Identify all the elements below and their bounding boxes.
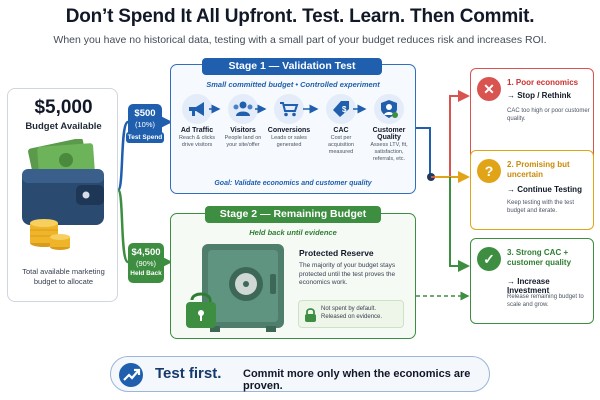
page-subtitle: When you have no historical data, testin… [53,34,547,46]
budget-description: Total available marketing budget to allo… [22,267,105,286]
outcome-action: → Stop / Rethink [507,91,571,100]
price-tag-icon: $ [326,94,356,124]
step-name: Customer Quality [372,127,406,141]
shield-star-icon [374,94,404,124]
held-back-amount: $4,500 [131,247,161,258]
held-back-percent: (90%) [135,259,156,268]
step-conversions: Conversions Leads or sales generated [266,94,312,149]
connector-to-poor [431,90,470,178]
connector-to-test [116,120,130,192]
step-ad-traffic: Ad Traffic Reach & clicks drive visitors [174,94,220,149]
outcome-description: Release remaining budget to scale and gr… [507,294,584,308]
step-desc: Leads or sales generated [271,135,307,148]
stage2-subtitle: Held back until evidence [249,228,337,237]
stage1-subtitle: Small committed budget • Controlled expe… [206,80,380,89]
outcome-action: → Increase Investment [507,277,550,295]
wallet-money-icon [22,139,104,250]
footer-strong-text: Test first. [155,365,222,382]
step-name: Visitors [230,127,256,134]
step-customer-quality: Customer Quality Assess LTV, fit, satisf… [366,94,412,163]
stage1-panel [170,64,416,194]
reserve-note: Not spent by default. Released on eviden… [298,300,404,328]
question-icon: ? [477,159,501,183]
check-icon: ✓ [477,247,501,271]
step-cac: $ CAC Cost per acquisition measured [318,94,364,156]
outcome-description: CAC too high or poor customer quality. [507,108,590,122]
budget-card: $5,000 Budget Available Total available … [7,88,118,302]
outcome-action: → Continue Testing [507,185,582,194]
outcome-poor-economics: ✕ 1. Poor economics → Stop / Rethink CAC… [470,68,594,160]
megaphone-icon [182,94,212,124]
reserve-description: The majority of your budget stays protec… [299,262,396,286]
stage2-title: Stage 2 — Remaining Budget [205,206,381,223]
stage1-goal: Goal: Validate economics and customer qu… [214,180,372,187]
stage1-title: Stage 1 — Validation Test [202,58,382,75]
budget-label: Budget Available [25,121,102,132]
connector-to-held [116,188,130,264]
step-desc: Cost per acquisition measured [328,135,354,155]
x-icon: ✕ [477,77,501,101]
step-name: Conversions [267,127,311,134]
outcome-title: 2. Promising but uncertain [507,160,570,179]
trend-up-icon [119,363,143,387]
cart-icon [274,94,304,124]
step-visitors: Visitors People land on your site/offer [220,94,266,149]
people-icon [228,94,258,124]
test-spend-caption: Test Spend [126,132,164,143]
outcome-title: 3. Strong CAC + customer quality [507,248,572,267]
step-name: Ad Traffic [180,127,214,134]
step-desc: Reach & clicks drive visitors [178,135,216,148]
budget-amount: $5,000 [34,97,93,118]
test-spend-amount: $500 [134,108,156,119]
step-desc: Assess LTV, fit, satisfaction, referrals… [370,142,408,162]
connector-to-strong [449,177,470,272]
outcome-strong-cac: ✓ 3. Strong CAC + customer quality → Inc… [470,238,594,324]
connector-stage1-decision [416,127,431,176]
page-title: Don’t Spend It All Upfront. Test. Learn.… [65,6,535,27]
step-desc: People land on your site/offer [224,135,262,148]
svg-text:$: $ [342,105,347,114]
test-spend-percent: (10%) [134,120,155,129]
safe-lock-icon [186,244,284,332]
outcome-title: 1. Poor economics [507,78,579,87]
outcome-description: Keep testing with the test budget and it… [507,200,575,214]
outcome-promising-uncertain: ? 2. Promising but uncertain → Continue … [470,150,594,230]
lock-icon [305,308,316,322]
footer-banner: Test first. Commit more only when the ec… [110,356,490,392]
held-back-caption: Held Back [128,268,164,280]
step-name: CAC [333,127,349,134]
footer-text: Commit more only when the economics are … [243,368,471,392]
reserve-title: Protected Reserve [299,248,374,258]
reserve-note-text: Not spent by default. Released on eviden… [321,306,383,320]
